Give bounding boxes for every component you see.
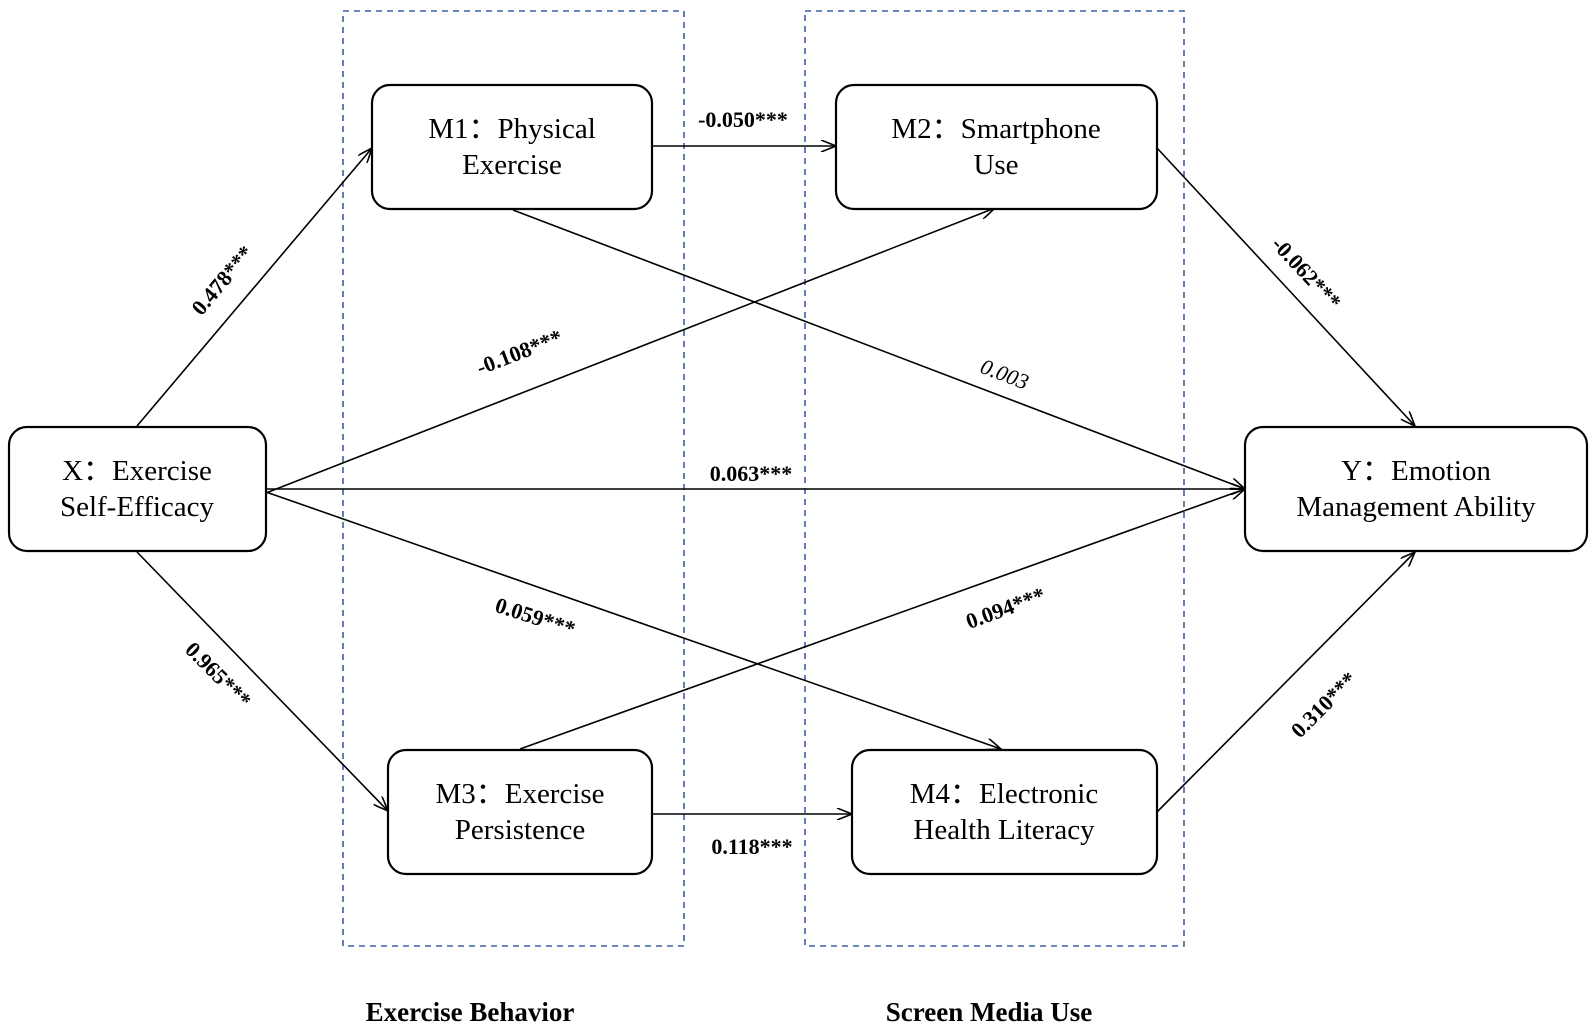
group-box-exercise-behavior bbox=[342, 10, 685, 947]
node-m3-label-line2: Persistence bbox=[455, 814, 585, 846]
edge-x-m3 bbox=[136, 551, 388, 811]
coef-x-m1: 0.478*** bbox=[186, 241, 258, 320]
coef-x-y: 0.063*** bbox=[710, 461, 793, 486]
coef-m1-y: 0.003 bbox=[977, 353, 1032, 394]
group-box-screen-media-use bbox=[804, 10, 1185, 947]
edge-m1-y bbox=[512, 209, 1245, 489]
node-m3-exercise-persistence: M3：Exercise Persistence bbox=[386, 748, 654, 876]
group-label-exercise-behavior: Exercise Behavior bbox=[366, 997, 575, 1027]
coef-m1-m2: -0.050*** bbox=[698, 107, 788, 132]
node-m4-label-line2: Health Literacy bbox=[913, 814, 1095, 846]
node-x-exercise-self-efficacy: X：Exercise Self-Efficacy bbox=[7, 425, 268, 553]
node-m4-label-line1: M4：Electronic bbox=[910, 778, 1098, 810]
edge-x-m4 bbox=[265, 491, 1001, 749]
node-m2-label-line1: M2：Smartphone bbox=[891, 113, 1100, 145]
node-y-emotion-management-ability: Y：Emotion Management Ability bbox=[1243, 425, 1589, 553]
edge-x-m2 bbox=[265, 208, 995, 494]
edge-m2-y bbox=[1156, 147, 1415, 426]
node-x-label-line2: Self-Efficacy bbox=[60, 491, 215, 523]
coef-x-m4: 0.059*** bbox=[492, 592, 578, 641]
coef-x-m3: 0.965*** bbox=[180, 637, 256, 713]
node-y-label-line1: Y：Emotion bbox=[1341, 455, 1491, 487]
node-m1-physical-exercise: M1：Physical Exercise bbox=[370, 83, 654, 211]
coef-m3-m4: 0.118*** bbox=[711, 834, 792, 859]
node-x-label-line1: X：Exercise bbox=[62, 455, 212, 487]
node-m1-label-line2: Exercise bbox=[462, 149, 562, 181]
coef-m4-y: 0.310*** bbox=[1286, 667, 1362, 743]
node-m2-label-line2: Use bbox=[973, 149, 1018, 181]
node-y-label-line2: Management Ability bbox=[1296, 491, 1536, 523]
node-m3-label-line1: M3：Exercise bbox=[435, 778, 604, 810]
node-m2-smartphone-use: M2：Smartphone Use bbox=[834, 83, 1159, 211]
edge-x-m1 bbox=[136, 148, 372, 427]
coef-m3-y: 0.094*** bbox=[962, 582, 1048, 634]
edge-m4-y bbox=[1156, 552, 1415, 813]
node-m4-electronic-health-literacy: M4：Electronic Health Literacy bbox=[850, 748, 1159, 876]
edge-m3-y bbox=[519, 489, 1245, 750]
coef-m2-y: -0.062*** bbox=[1267, 232, 1347, 315]
node-m1-label-line1: M1：Physical bbox=[428, 113, 596, 145]
coef-x-m2: -0.108*** bbox=[473, 324, 566, 380]
group-label-screen-media-use: Screen Media Use bbox=[886, 997, 1092, 1027]
